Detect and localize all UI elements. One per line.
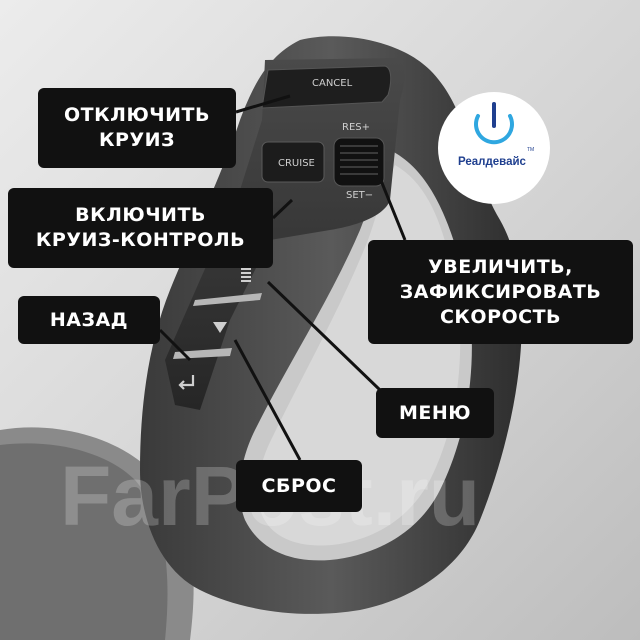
label-menu: МЕНЮ xyxy=(376,388,494,438)
menu-icon xyxy=(241,268,251,282)
label-reset: СБРОС xyxy=(236,460,362,512)
label-increase-speed: УВЕЛИЧИТЬ, ЗАФИКСИРОВАТЬ СКОРОСТЬ xyxy=(368,240,633,344)
realdevice-logo: Реалдевайс TM xyxy=(438,92,550,204)
label-back: НАЗАД xyxy=(18,296,160,344)
logo-name: Реалдевайс xyxy=(458,156,527,168)
set-label: SET− xyxy=(346,190,373,201)
label-disable-cruise: ОТКЛЮЧИТЬ КРУИЗ xyxy=(38,88,236,168)
enter-icon xyxy=(178,375,195,390)
cruise-button-label: CRUISE xyxy=(278,158,315,169)
cancel-button-label: CANCEL xyxy=(312,78,353,89)
logo-tm: TM xyxy=(527,147,534,153)
res-label: RES+ xyxy=(342,122,370,133)
power-icon xyxy=(474,102,514,145)
down-arrow-icon xyxy=(213,322,227,333)
label-enable-cruise: ВКЛЮЧИТЬ КРУИЗ-КОНТРОЛЬ xyxy=(8,188,273,268)
